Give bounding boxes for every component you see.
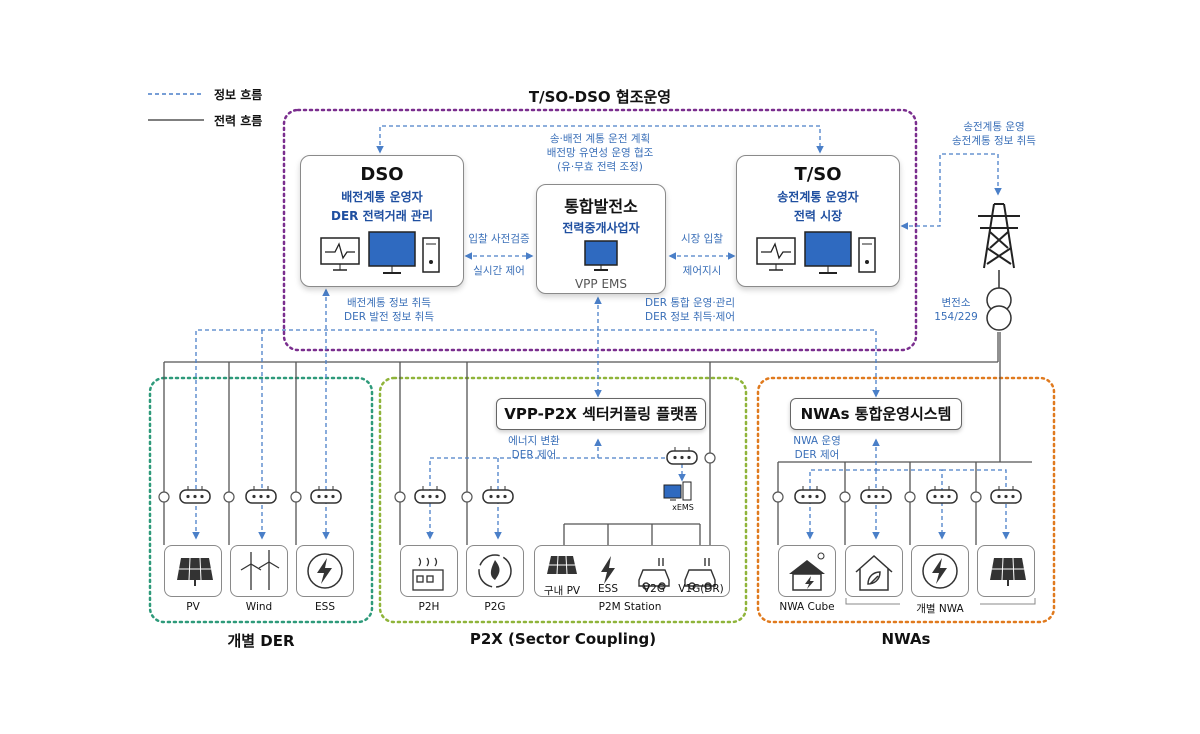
- dso-below-note-1: 배전계통 정보 취득: [347, 297, 431, 309]
- p2m-ess-label: ESS: [598, 583, 618, 595]
- p2h-card: [400, 545, 458, 597]
- workstation-icon: [756, 231, 876, 274]
- lightning-icon: [307, 553, 343, 589]
- substation-note-1: 변전소: [941, 297, 971, 309]
- top-note-3: (유·무효 전력 조정): [557, 161, 643, 173]
- transformer-icon: [986, 270, 1012, 331]
- workstation-icon: [320, 231, 440, 274]
- nwa-pv-card: [977, 545, 1035, 597]
- p2m-station-label: P2M Station: [598, 601, 662, 613]
- wind-label: Wind: [245, 601, 273, 613]
- solar-panel-icon: [990, 557, 1026, 586]
- p2x-note-2: DER 제어: [511, 449, 557, 461]
- tso-title: T/SO: [794, 164, 842, 185]
- legend-info-label: 정보 흐름: [214, 88, 263, 102]
- vpp-below-note: DER 통합 운영·관리 DER 정보 취득·제어: [640, 296, 740, 324]
- nwa-ess-card: [911, 545, 969, 597]
- pv-label: PV: [186, 601, 200, 613]
- p2m-v2g-label: V2G: [643, 583, 665, 595]
- tso-box: T/SO 송전계통 운영자 전력 시장: [736, 155, 900, 287]
- p2m-station-card: [534, 545, 730, 597]
- green-house-card: [845, 545, 903, 597]
- solar-panel-icon: [547, 555, 577, 575]
- dso-vpp-note-2: 실시간 제어: [473, 265, 525, 277]
- p2g-card: [466, 545, 524, 597]
- gas-cycle-icon: [478, 554, 512, 588]
- vpp-tso-note-1: 시장 입찰: [681, 233, 723, 245]
- top-note-2: 배전망 유연성 운영 협조: [546, 147, 654, 159]
- vpp-tso-note-2: 제어지시: [682, 265, 722, 277]
- p2h-label: P2H: [418, 601, 440, 613]
- nwa-cube-label: NWA Cube: [779, 601, 835, 613]
- top-note: 송·배전 계통 운전 계획 배전망 유연성 운영 협조 (유·무효 전력 조정): [520, 132, 680, 174]
- dso-below-note: 배전계통 정보 취득 DER 발전 정보 취득: [334, 296, 444, 324]
- wind-turbine-icon: [240, 550, 280, 590]
- nwa-note: NWA 운영 DER 제어: [784, 434, 850, 462]
- transmission-tower-icon: [978, 203, 1020, 269]
- nwa-note-2: DER 제어: [794, 449, 840, 461]
- p2m-icons: [547, 555, 716, 590]
- dso-function: DER 전력거래 관리: [331, 209, 433, 223]
- der-group-label: 개별 DER: [227, 632, 295, 650]
- wind-card: [230, 545, 288, 597]
- vpp-below-note-2: DER 정보 취득·제어: [645, 311, 735, 323]
- vpp-title: 통합발전소: [564, 197, 638, 216]
- p2x-platform-box: VPP-P2X 섹터커플링 플랫폼: [496, 398, 706, 430]
- tso-dso-frame: [282, 108, 918, 352]
- xems-label: xEMS: [672, 503, 694, 512]
- p2x-note-1: 에너지 변환: [508, 435, 560, 447]
- legend-power-label: 전력 흐름: [214, 114, 263, 128]
- vpp-below-note-1: DER 통합 운영·관리: [645, 297, 735, 309]
- factory-heat-icon: [412, 557, 444, 591]
- lightning-icon: [601, 556, 615, 584]
- vpp-box: 통합발전소 전력중개사업자 VPP EMS: [536, 184, 666, 294]
- car-charger-icon: [638, 558, 670, 590]
- tso-right-note-1: 송전계통 운영: [963, 121, 1025, 133]
- nwa-platform-box: NWAs 통합운영시스템: [790, 398, 962, 430]
- p2g-label: P2G: [484, 601, 506, 613]
- lightning-icon: [922, 553, 958, 589]
- nwa-cube-card: [778, 545, 836, 597]
- ess-label: ESS: [315, 601, 335, 613]
- nwa-note-1: NWA 운영: [793, 435, 841, 447]
- dso-role: 배전계통 운영자: [341, 190, 423, 204]
- p2x-group-label: P2X (Sector Coupling): [469, 630, 657, 648]
- top-note-1: 송·배전 계통 운전 계획: [549, 133, 651, 145]
- dso-vpp-note-1: 입찰 사전검증: [468, 233, 530, 245]
- tso-function: 전력 시장: [793, 209, 843, 223]
- eco-house-icon: [855, 554, 893, 591]
- vpp-ems-label: VPP EMS: [574, 277, 628, 291]
- tso-role: 송전계통 운영자: [777, 190, 859, 204]
- solar-house-icon: [789, 552, 825, 591]
- p2m-v1g-label: V1G(DR): [678, 583, 724, 595]
- dso-title: DSO: [360, 164, 404, 185]
- car-charger-icon: [684, 558, 716, 590]
- dso-below-note-2: DER 발전 정보 취득: [344, 311, 434, 323]
- p2m-pv-label: 구내 PV: [543, 585, 581, 597]
- p2x-note: 에너지 변환 DER 제어: [498, 434, 570, 462]
- vpp-monitor-icon: [584, 240, 618, 271]
- solar-panel-icon: [177, 557, 213, 586]
- tso-right-note-2: 송전계통 정보 취득: [952, 135, 1036, 147]
- individual-nwa-label: 개별 NWA: [900, 601, 980, 616]
- ess-card: [296, 545, 354, 597]
- meter-icons: [179, 447, 1022, 504]
- power-nodes: [158, 452, 982, 503]
- pv-card: [164, 545, 222, 597]
- substation-note: 변전소 154/229: [926, 296, 986, 324]
- tso-dso-title: T/SO-DSO 협조운영: [528, 88, 672, 106]
- tso-right-note: 송전계통 운영 송전계통 정보 취득: [944, 120, 1044, 148]
- dso-box: DSO 배전계통 운영자 DER 전력거래 관리: [300, 155, 464, 287]
- nwa-group-label: NWAs: [881, 630, 931, 648]
- xems-computer-icon: [663, 481, 692, 501]
- vpp-subtitle: 전력중개사업자: [562, 221, 640, 235]
- substation-note-2: 154/229: [934, 311, 978, 323]
